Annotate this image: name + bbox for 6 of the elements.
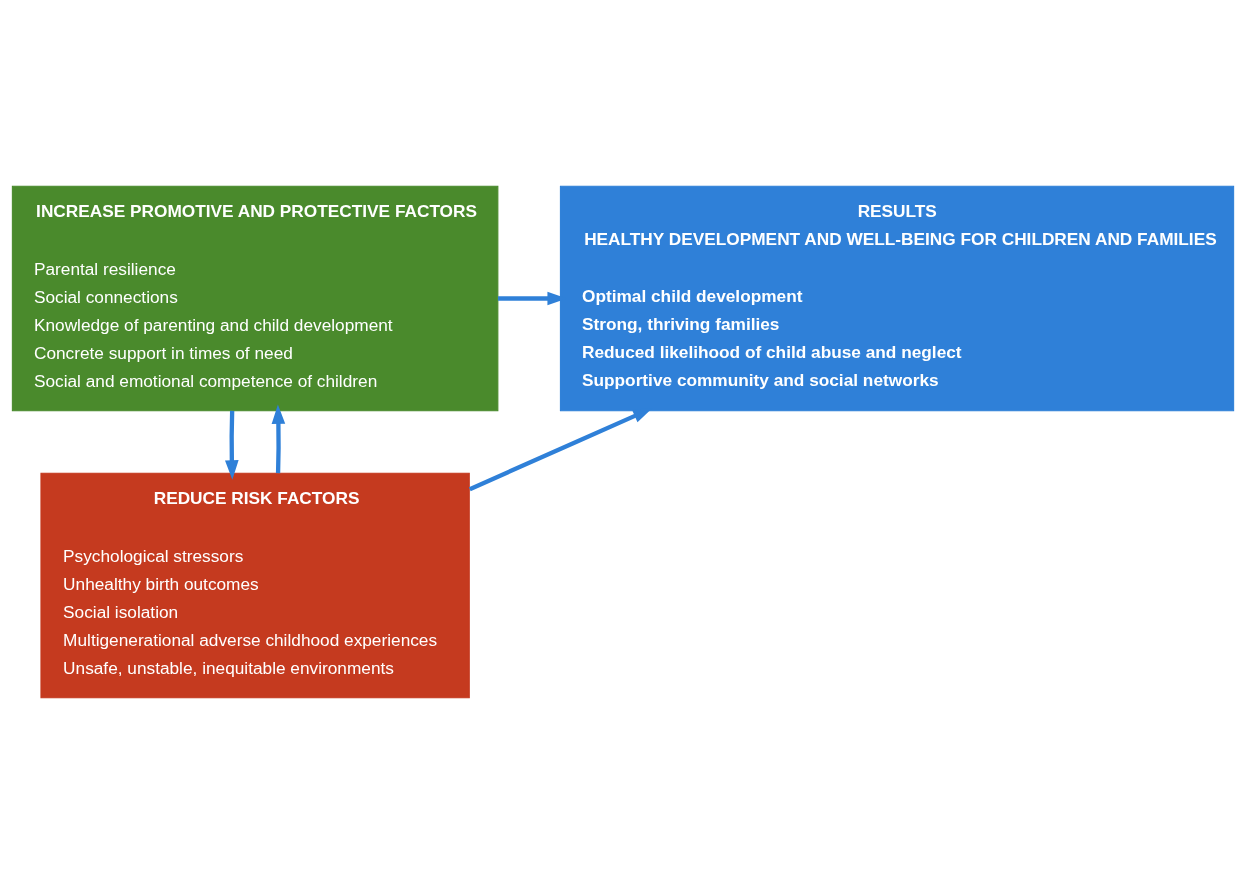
- node-box: REDUCE RISK FACTORS Psychological stressors Unhealthy birth outcomes Social isolation Multigenerational adverse childhood experiences Unsafe, unstable, inequitable environments: [40, 472, 470, 699]
- node-box: INCREASE PROMOTIVE AND PROTECTIVE FACTORS Parental resilience Social connections Knowledge of parenting and child development Concrete support in times of need Social and emotional competence of children: [11, 185, 499, 412]
- arrow: [468, 408, 653, 492]
- node-box: RESULTS HEALTHY DEVELOPMENT AND WELL-BEING FOR CHILDREN AND FAMILIES Optimal child development Strong, thriving families Reduced likelihood of child abuse and neglect Supportive community and social networks: [559, 185, 1235, 412]
- arrow: [225, 410, 239, 480]
- arrow: [271, 404, 286, 474]
